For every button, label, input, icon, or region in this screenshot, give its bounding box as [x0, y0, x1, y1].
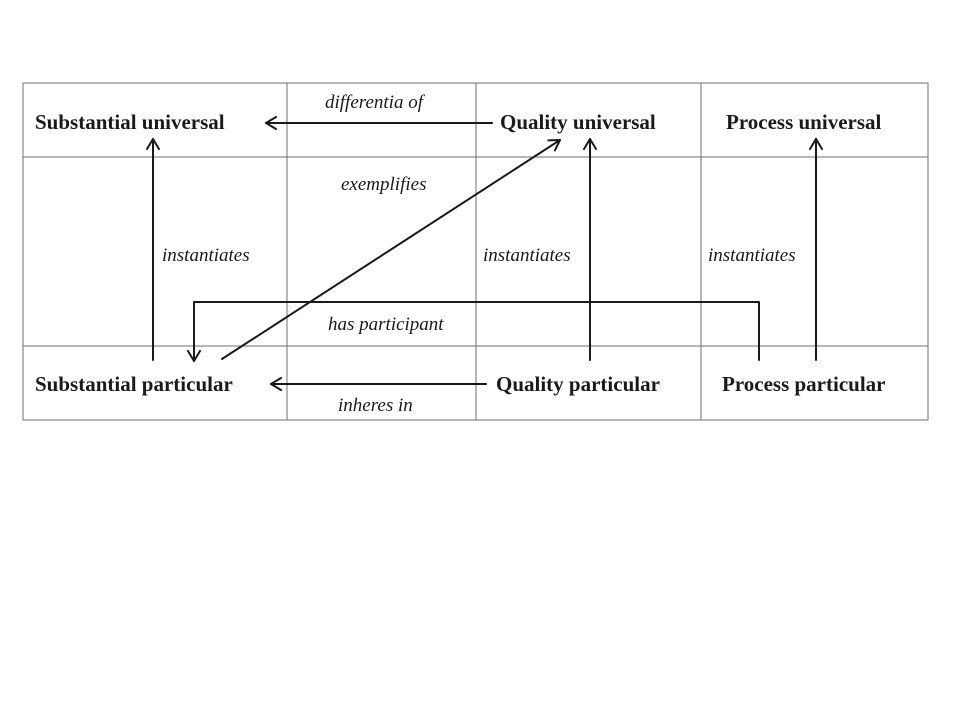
arrow-has-participant	[187, 301, 760, 362]
node-labels: Substantial universal Quality universal …	[35, 110, 886, 396]
node-substantial-particular: Substantial particular	[35, 372, 233, 396]
edge-labels: differentia of exemplifies instantiates …	[162, 92, 796, 416]
label-instantiates-quality: instantiates	[483, 245, 571, 266]
label-differentia-of: differentia of	[325, 92, 426, 113]
label-instantiates-substantial: instantiates	[162, 245, 250, 266]
label-exemplifies: exemplifies	[341, 174, 426, 195]
table-grid	[22, 82, 929, 421]
node-quality-particular: Quality particular	[496, 372, 660, 396]
node-quality-universal: Quality universal	[500, 110, 656, 134]
label-has-participant: has participant	[328, 314, 444, 335]
node-process-particular: Process particular	[722, 372, 886, 396]
arrow-exemplifies	[221, 139, 561, 360]
label-instantiates-process: instantiates	[708, 245, 796, 266]
node-process-universal: Process universal	[726, 110, 882, 134]
node-substantial-universal: Substantial universal	[35, 110, 225, 134]
label-inheres-in: inheres in	[338, 395, 413, 416]
arrows	[146, 116, 823, 391]
